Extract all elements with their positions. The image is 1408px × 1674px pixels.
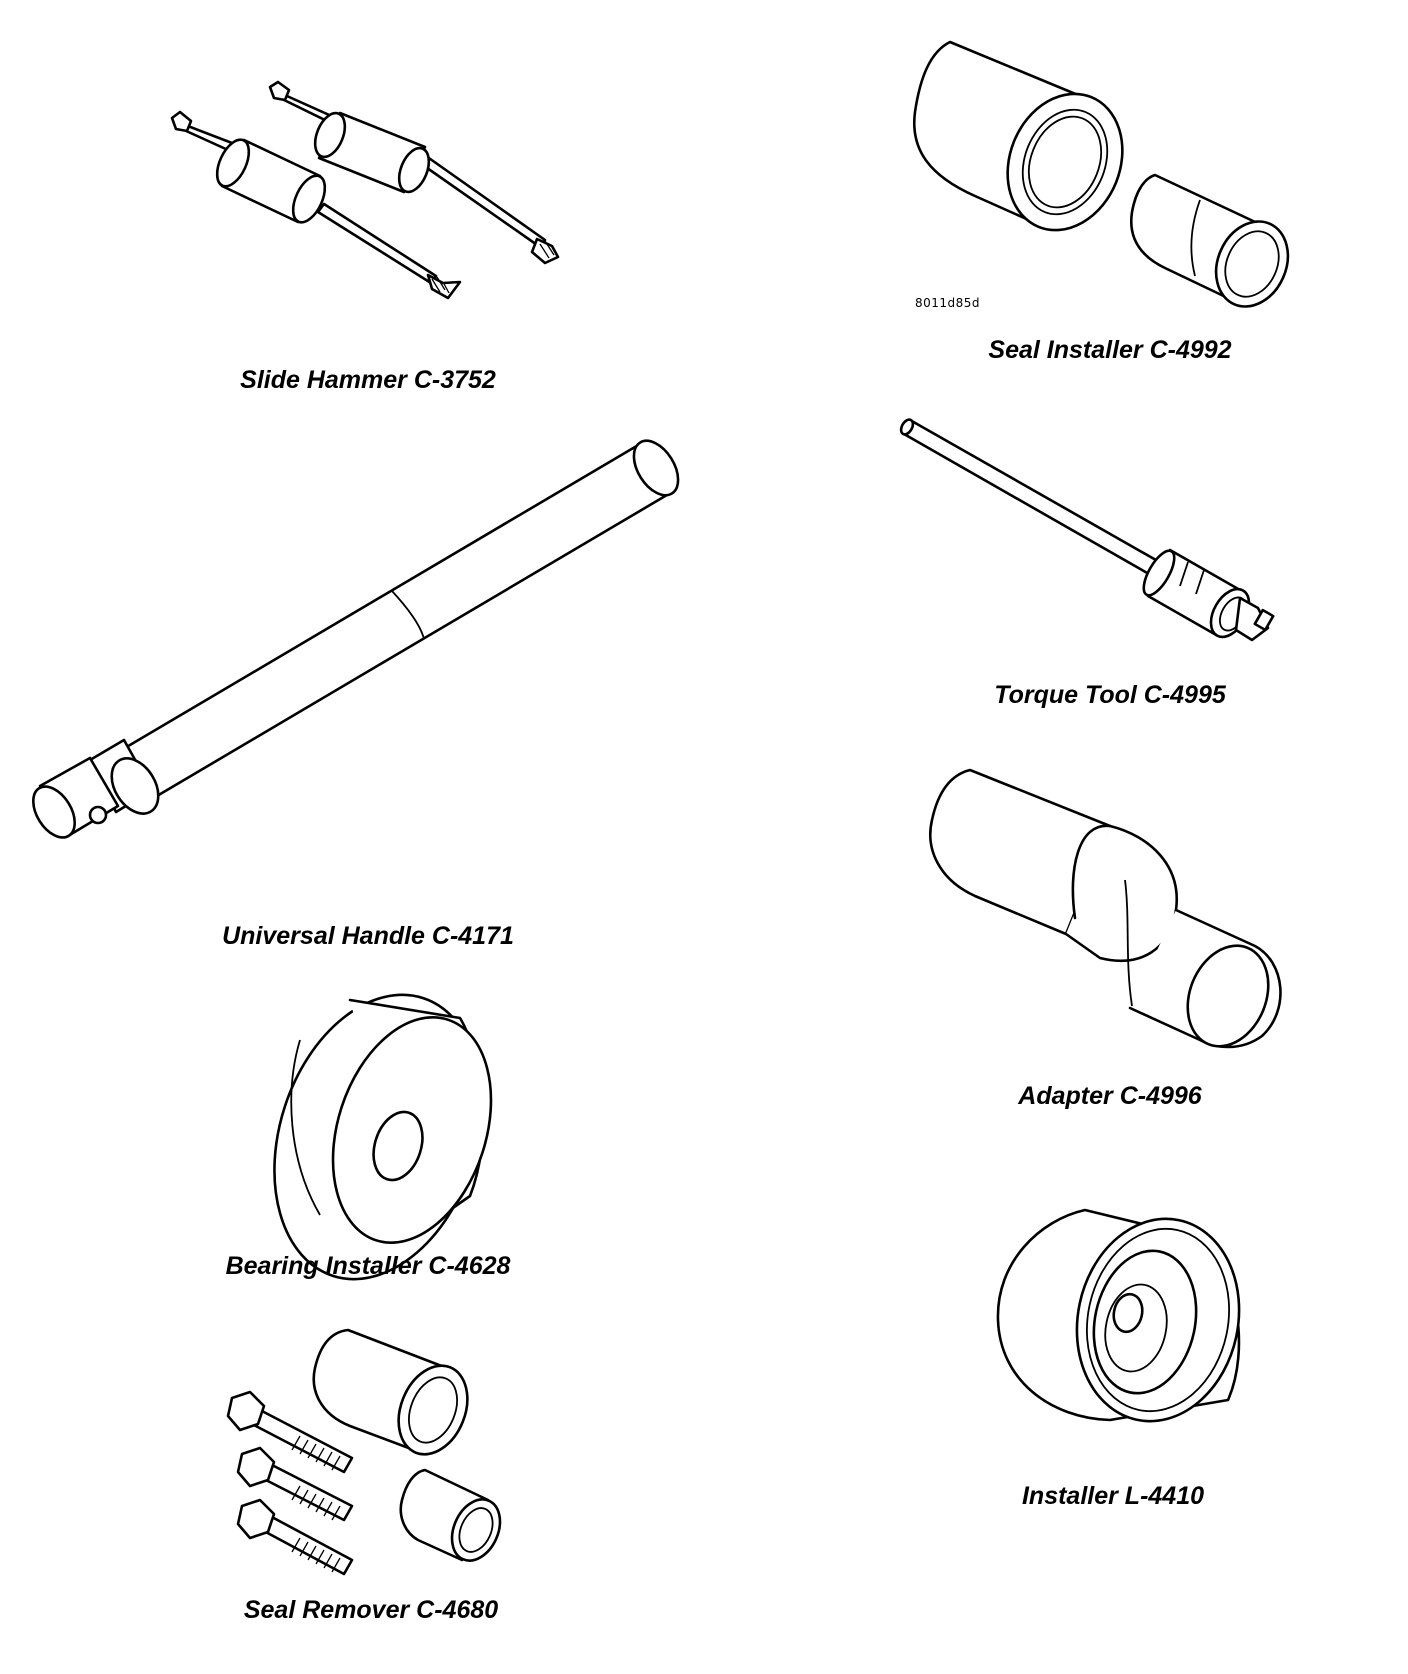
slide-hammer-front xyxy=(170,110,462,300)
caption-torque-tool: Torque Tool C-4995 xyxy=(994,681,1226,709)
seal-remover-bolt-1 xyxy=(226,1390,354,1474)
caption-slide-hammer: Slide Hammer C-3752 xyxy=(240,366,496,394)
seal-remover-illustration xyxy=(226,1328,502,1576)
torque-tool-illustration xyxy=(899,418,1275,642)
caption-adapter: Adapter C-4996 xyxy=(1018,1082,1202,1110)
seal-installer-illustration xyxy=(912,40,1290,308)
figure-code: 8011d85d xyxy=(915,296,981,310)
seal-remover-bolt-2 xyxy=(236,1446,354,1522)
slide-hammer-illustration xyxy=(170,80,560,300)
caption-installer: Installer L-4410 xyxy=(1021,1482,1205,1510)
caption-universal-handle: Universal Handle C-4171 xyxy=(222,922,514,950)
universal-handle-illustration xyxy=(32,439,680,839)
caption-seal-remover: Seal Remover C-4680 xyxy=(243,1596,499,1624)
slide-hammer-rear xyxy=(268,80,560,265)
installer-illustration xyxy=(996,1208,1241,1423)
adapter-illustration xyxy=(929,768,1282,1049)
caption-seal-installer: Seal Installer C-4992 xyxy=(988,336,1232,364)
seal-remover-bolt-3 xyxy=(236,1498,354,1576)
bearing-installer-illustration xyxy=(273,993,493,1281)
caption-bearing-installer: Bearing Installer C-4628 xyxy=(225,1252,511,1280)
